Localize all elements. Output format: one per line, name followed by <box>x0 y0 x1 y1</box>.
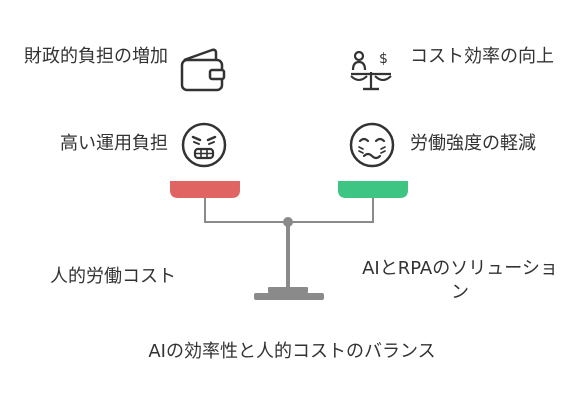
base-bottom <box>254 293 324 300</box>
right-pan-hanger <box>288 198 374 223</box>
left-pan-label: 人的労働コスト <box>50 265 200 289</box>
right-pan <box>338 181 408 198</box>
right-pan-label: AIとRPAのソリューション <box>360 257 560 305</box>
pivot <box>283 217 293 227</box>
svg-text:$: $ <box>379 51 388 67</box>
left-top-text: 財政的負担の増加 <box>24 46 168 67</box>
right-top-text: コスト効率の向上 <box>410 46 554 67</box>
left-pan-text: 人的労働コスト <box>50 266 176 287</box>
person-dollar-scale-icon: $ <box>350 50 392 91</box>
right-pan-text: AIとRPAのソリューション <box>362 258 558 303</box>
diagram-caption: AIの効率性と人的コストのバランス <box>0 340 584 364</box>
caption-text: AIの効率性と人的コストのバランス <box>148 341 436 362</box>
pole <box>286 226 290 288</box>
wallet-icon <box>180 48 226 92</box>
right-mid-label: 労働強度の軽減 <box>410 132 570 156</box>
right-top-label: コスト効率の向上 <box>410 45 560 69</box>
right-mid-text: 労働強度の軽減 <box>410 133 536 154</box>
left-pan <box>170 181 240 198</box>
left-top-label: 財政的負担の増加 <box>20 45 168 69</box>
tired-face-icon <box>349 122 395 168</box>
left-mid-label: 高い運用負担 <box>20 132 168 156</box>
left-pan-hanger <box>204 198 288 223</box>
stressed-face-icon <box>181 122 227 168</box>
left-mid-text: 高い運用負担 <box>60 133 168 154</box>
base-top <box>268 287 308 293</box>
